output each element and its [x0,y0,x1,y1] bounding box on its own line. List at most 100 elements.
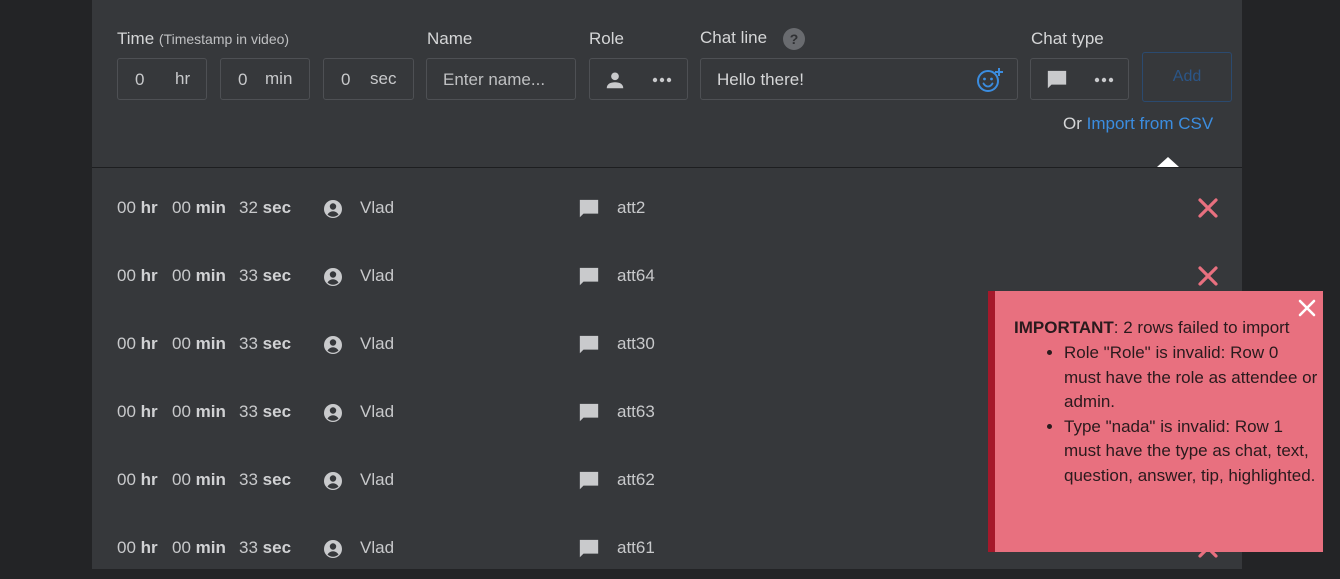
row-minutes-value: 00 [172,198,191,217]
close-icon[interactable] [1298,299,1316,317]
hours-input[interactable]: 0 hr [117,58,207,100]
row-hours-unit: hr [140,402,158,421]
row-seconds-value: 33 [239,334,258,353]
row-minutes: 00 min [172,402,226,422]
hours-value: 0 [135,70,145,89]
chat-line-row: 00 hr 00 min 33 sec Vlad att64 [92,239,1242,307]
row-hours-unit: hr [140,538,158,557]
row-hours-value: 00 [117,266,136,285]
row-name: Vlad [360,266,395,285]
row-seconds-value: 33 [239,538,258,557]
emoji-add-icon[interactable] [976,67,1004,93]
import-csv-link[interactable]: Import from CSV [1086,114,1214,133]
more-horizontal-icon [652,77,672,83]
row-minutes-value: 00 [172,470,191,489]
role-select[interactable] [589,58,688,100]
row-seconds: 33 sec [239,266,291,286]
row-minutes-unit: min [195,198,226,217]
toast-heading: IMPORTANT: 2 rows failed to import [1014,316,1290,341]
name-placeholder: Enter name... [443,70,546,89]
row-seconds: 33 sec [239,334,291,354]
row-hours: 00 hr [117,402,158,422]
row-seconds: 33 sec [239,470,291,490]
toast-heading-bold: IMPORTANT [1014,318,1114,337]
close-x-icon[interactable] [1197,197,1219,219]
chat-bubble-icon [579,539,599,558]
row-minutes-value: 00 [172,402,191,421]
row-minutes-unit: min [195,334,226,353]
row-minutes-value: 00 [172,266,191,285]
toast-heading-rest: : 2 rows failed to import [1113,318,1290,337]
toast-error-item: Role "Role" is invalid: Row 0 must have … [1064,341,1319,415]
row-message: att2 [617,198,646,217]
row-hours-value: 00 [117,198,136,217]
chat-line-row: 00 hr 00 min 33 sec Vlad att62 [92,443,1242,511]
role-label: Role [589,29,624,48]
chat-bubble-icon [1047,70,1067,89]
minutes-input[interactable]: 0 min [220,58,310,100]
chat-line-input[interactable]: Hello there! [700,58,1018,100]
row-hours: 00 hr [117,470,158,490]
row-minutes: 00 min [172,334,226,354]
row-hours-unit: hr [140,198,158,217]
seconds-input[interactable]: 0 sec [323,58,414,100]
row-hours: 00 hr [117,334,158,354]
toast-error-item: Type "nada" is invalid: Row 1 must have … [1064,415,1319,489]
row-minutes-value: 00 [172,538,191,557]
chat-line-row: 00 hr 00 min 32 sec Vlad att2 [92,171,1242,239]
row-seconds-value: 33 [239,402,258,421]
row-name: Vlad [360,334,395,353]
row-seconds-unit: sec [262,402,292,421]
row-name: Vlad [360,198,395,217]
more-horizontal-icon [1094,77,1114,83]
add-button[interactable]: Add [1142,52,1232,102]
import-row: Or Import from CSV [1063,114,1213,134]
toast-error-list: Role "Role" is invalid: Row 0 must have … [1014,341,1319,488]
row-name: Vlad [360,402,395,421]
close-x-icon[interactable] [1197,265,1219,287]
name-input[interactable]: Enter name... [426,58,576,100]
chat-bubble-icon [579,403,599,422]
row-minutes: 00 min [172,266,226,286]
tooltip-caret [1157,157,1179,167]
chat-bubble-icon [579,267,599,286]
row-name: Vlad [360,538,395,557]
row-seconds: 33 sec [239,538,291,558]
row-message: att63 [617,402,655,421]
question-circle-icon[interactable]: ? [783,28,805,50]
seconds-value: 0 [341,70,351,89]
chat-type-label: Chat type [1031,29,1104,48]
chat-line-value: Hello there! [717,70,804,89]
row-seconds-unit: sec [262,470,292,489]
seconds-unit: sec [370,69,397,88]
row-hours: 00 hr [117,266,158,286]
row-seconds-value: 32 [239,198,258,217]
account-circle-icon [324,540,342,558]
account-circle-icon [324,268,342,286]
row-minutes: 00 min [172,198,226,218]
row-seconds: 33 sec [239,402,291,422]
account-circle-icon [324,200,342,218]
row-minutes-unit: min [195,402,226,421]
row-minutes-unit: min [195,538,226,557]
time-label-text: Time [117,29,155,48]
account-circle-icon [324,472,342,490]
time-sublabel: (Timestamp in video) [158,31,290,47]
import-error-toast: IMPORTANT: 2 rows failed to import Role … [988,291,1323,552]
name-label: Name [427,29,473,48]
row-minutes-unit: min [195,266,226,285]
row-hours-value: 00 [117,334,136,353]
import-prefix: Or [1063,114,1082,133]
chat-type-select[interactable] [1030,58,1129,100]
chat-bubble-icon [579,471,599,490]
row-seconds-unit: sec [262,538,292,557]
row-hours-unit: hr [140,334,158,353]
row-hours: 00 hr [117,198,158,218]
add-chat-form: Time (Timestamp in video) 0 hr 0 min 0 s… [92,0,1242,168]
row-hours: 00 hr [117,538,158,558]
chat-line-label: Chat line [700,28,768,47]
row-message: att61 [617,538,655,557]
row-seconds-unit: sec [262,334,292,353]
row-seconds: 32 sec [239,198,291,218]
chat-bubble-icon [579,335,599,354]
